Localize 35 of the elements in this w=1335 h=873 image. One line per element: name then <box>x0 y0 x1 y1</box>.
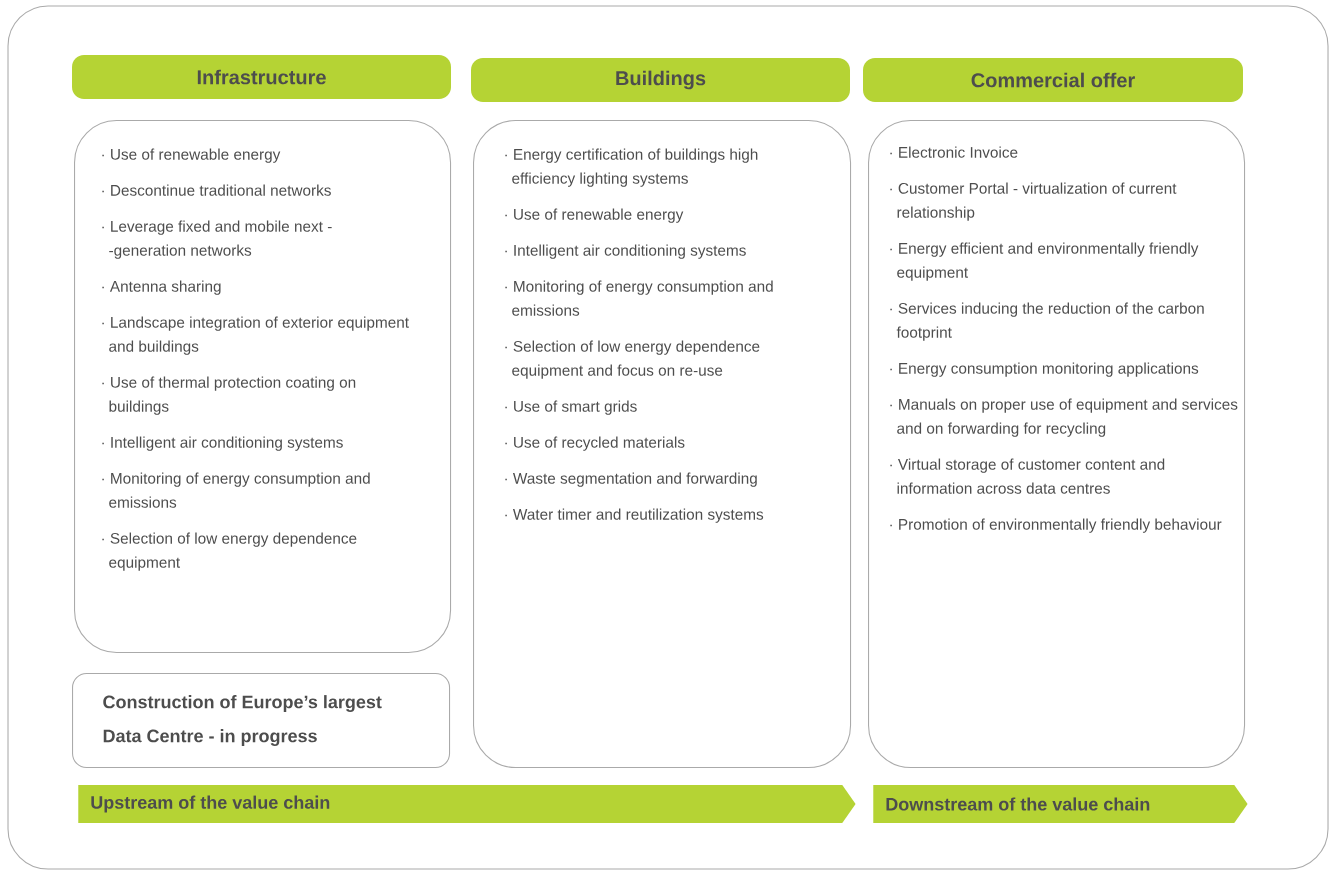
list-item: · Electronic Invoice <box>890 146 1018 158</box>
list-item: · Energy certification of buildings high efficiency lighting systems <box>505 148 758 187</box>
list-item: · Selection of low energy dependence equipment <box>102 532 357 571</box>
arrow-band: Downstream of the value chain <box>873 785 1248 823</box>
note-box: Construction of Europe’s largest Data Centre - in progress <box>72 673 451 769</box>
list-item: · Leverage fixed and mobile next - -generation networks <box>102 220 332 259</box>
header-tab: Infrastructure <box>72 55 451 99</box>
header-tab: Commercial offer <box>863 58 1243 102</box>
list-item: · Use of renewable energy <box>102 148 281 163</box>
list-item: · Customer Portal - virtualization of current relationship <box>890 182 1177 221</box>
list-item: · Use of smart grids <box>505 400 637 415</box>
list-box <box>473 120 852 769</box>
list-item: · Water timer and reutilization systems <box>505 508 764 523</box>
list-box <box>74 120 452 654</box>
list-item: · Monitoring of energy consumption and emissions <box>102 472 370 508</box>
list-item: · Energy efficient and environmentally friendly equipment <box>890 242 1199 281</box>
list-item: · Promotion of environmentally friendly behaviour <box>890 518 1222 533</box>
list-item: · Intelligent air conditioning systems <box>505 244 746 259</box>
list-box <box>868 120 1246 769</box>
list-item: · Antenna sharing <box>102 280 221 295</box>
list-item: · Descontinue traditional networks <box>102 184 331 196</box>
header-tab: Buildings <box>471 58 850 102</box>
list-item: · Monitoring of energy consumption and emissions <box>505 280 773 316</box>
list-item: · Use of renewable energy <box>505 208 684 223</box>
list-item: · Use of thermal protection coating on buildings <box>102 376 356 415</box>
list-item: · Use of recycled materials <box>505 436 685 451</box>
list-item: · Selection of low energy dependence equipment and focus on re-use <box>505 340 760 379</box>
list-item: · Manuals on proper use of equipment and services and on forwarding for recycling <box>890 398 1238 437</box>
arrow-band: Upstream of the value chain <box>78 785 856 823</box>
list-item: · Energy consumption monitoring applications <box>890 362 1199 377</box>
list-item: · Landscape integration of exterior equipment and buildings <box>102 316 409 355</box>
list-item: · Virtual storage of customer content and information across data centres <box>890 458 1165 494</box>
list-item: · Intelligent air conditioning systems <box>102 436 343 451</box>
list-item: · Services inducing the reduction of the carbon footprint <box>890 302 1204 341</box>
list-item: · Waste segmentation and forwarding <box>505 472 757 487</box>
